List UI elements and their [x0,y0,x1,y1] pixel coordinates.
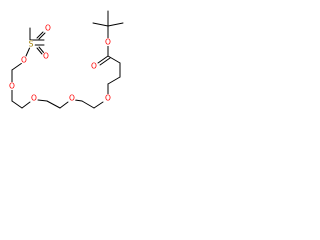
molecule-structure: O O O O O O O S O O [8,10,124,109]
ether-oxygen-label: O [105,94,111,103]
bond [36,31,44,39]
bond [107,55,121,64]
bond [38,46,45,54]
bond [107,76,121,85]
ether-oxygen-label: O [9,82,15,91]
ether-oxygen-label: O [31,94,37,103]
bond [97,55,109,64]
bond [59,101,69,109]
bond [93,101,104,109]
sulfonate-bridge-oxygen-label: O [21,56,27,65]
sulfonyl-oxygen-label: O [45,24,51,33]
bond [25,46,31,57]
ester-single-oxygen-label: O [105,38,111,47]
bond [38,32,46,40]
sulfonyl-oxygen-label: O [43,52,49,61]
bond [36,47,43,55]
propanoate-chain [107,62,121,95]
ester-group [97,45,121,66]
bond [107,22,124,27]
bond [11,62,23,71]
ether-oxygen-label: O [69,94,75,103]
bond [37,99,48,102]
bond [92,22,109,27]
bond [74,99,83,102]
bond [81,100,95,109]
sulfur-label: S [29,40,34,49]
bond [46,100,61,109]
atom-labels: O O O O O O O S O O [8,24,112,103]
bond [99,57,111,66]
bond [11,100,23,109]
peg-backbone [11,62,104,109]
bond [21,101,31,109]
ester-carbonyl-oxygen-label: O [91,62,97,71]
tert-butyl-group [92,10,124,39]
